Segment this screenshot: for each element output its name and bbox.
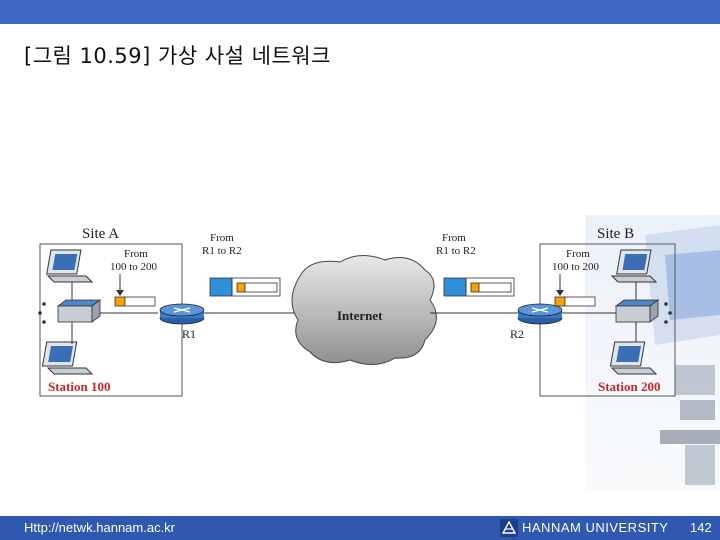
vpn-diagram: Site A Site B From 100 to 200 R1 From R1… [38, 226, 676, 397]
packet-r1-inner-header [236, 282, 246, 293]
packet-r1-addr-label: R1 to R2 [202, 245, 242, 257]
laptop-icon-a-top [46, 249, 94, 283]
packet-r1-body [244, 282, 278, 293]
switch-icon-b [614, 299, 660, 323]
packet-a-from-label: From [124, 248, 148, 260]
site-b-label: Site B [597, 226, 634, 242]
decorative-computer-illustration [585, 215, 720, 490]
packet-a-addr-label: 100 to 200 [110, 261, 158, 273]
packet-r2-from-label: From [442, 232, 466, 244]
packet-b-body [564, 296, 596, 307]
footer-url[interactable]: Http://netwk.hannam.ac.kr [24, 520, 176, 535]
site-a-label: Site A [82, 226, 119, 242]
laptop-icon-b-top [610, 249, 658, 283]
packet-a-body [124, 296, 156, 307]
footer-university: HANNAM UNIVERSITY [522, 520, 669, 535]
station-200-label: Station 200 [598, 379, 660, 394]
packet-r2-body [478, 282, 512, 293]
packet-r2-addr-label: R1 to R2 [436, 245, 476, 257]
packet-r2-outer-header [443, 277, 467, 297]
university-logo-icon [500, 519, 518, 537]
station-100-label: Station 100 [48, 379, 110, 394]
top-bar [0, 0, 720, 24]
page-number: 142 [690, 520, 712, 535]
router-r1-label: R1 [182, 327, 196, 341]
packet-r1-outer-header [209, 277, 233, 297]
laptop-icon-a-bottom [41, 341, 94, 375]
laptop-icon-b-bottom [609, 341, 658, 375]
slide-title: [그림 10.59] 가상 사설 네트워크 [24, 44, 331, 68]
switch-icon-a [56, 299, 102, 323]
packet-b-addr-label: 100 to 200 [552, 261, 600, 273]
router-r2-label: R2 [510, 327, 524, 341]
router-icon-r2 [517, 303, 563, 325]
router-icon-r1 [159, 303, 205, 325]
footer-bar: Http://netwk.hannam.ac.kr HANNAM UNIVERS… [0, 516, 720, 540]
packet-b-header [554, 296, 566, 307]
packet-r1-from-label: From [210, 232, 234, 244]
packet-r2-inner-header [470, 282, 480, 293]
internet-label: Internet [337, 308, 383, 323]
packet-a-header [114, 296, 126, 307]
internet-cloud [291, 255, 437, 365]
packet-b-from-label: From [566, 248, 590, 260]
